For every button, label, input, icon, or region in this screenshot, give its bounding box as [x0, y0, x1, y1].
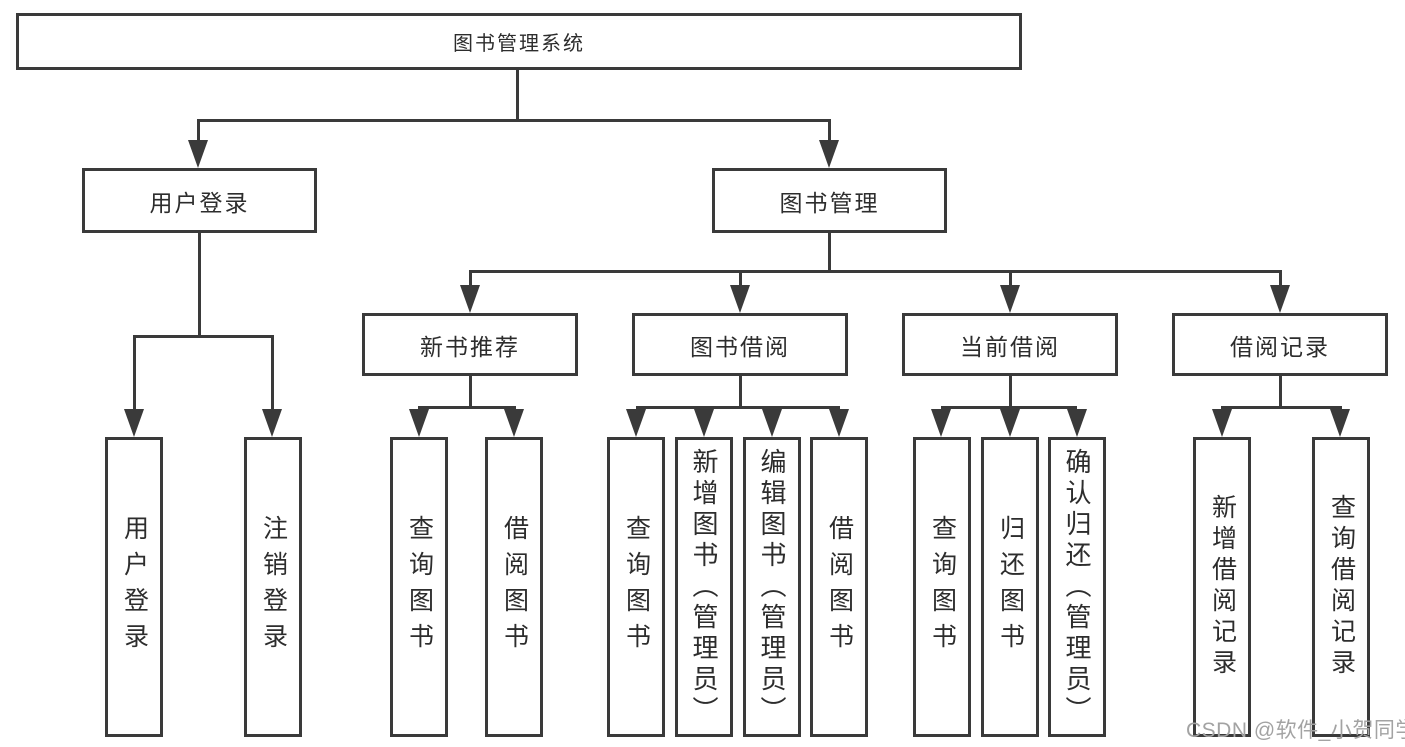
connector-arrowhead: [819, 140, 839, 168]
node-book-management: 图书管理: [712, 168, 947, 233]
connector-line: [828, 233, 831, 273]
connector-line: [418, 406, 516, 409]
leaf-borrow-book-recommend: 借阅图书: [485, 437, 543, 737]
leaf-user-login: 用户登录: [105, 437, 163, 737]
connector-line: [1009, 376, 1012, 408]
connector-line: [133, 335, 136, 413]
connector-line: [271, 335, 274, 413]
leaf-label: 查询借阅记录: [1327, 494, 1356, 680]
connector-line: [469, 270, 1281, 273]
leaf-query-book-borrow: 查询图书: [607, 437, 665, 737]
connector-arrowhead: [124, 409, 144, 437]
leaf-logout: 注销登录: [244, 437, 302, 737]
leaf-return-book: 归还图书: [981, 437, 1039, 737]
leaf-add-book-admin: 新增图书（管理员）: [675, 437, 733, 737]
leaf-query-book-recommend: 查询图书: [390, 437, 448, 737]
leaf-label: 查询图书: [928, 515, 957, 659]
connector-arrowhead: [460, 285, 480, 313]
connector-line: [739, 376, 742, 408]
connector-arrowhead: [262, 409, 282, 437]
connector-arrowhead: [1212, 409, 1232, 437]
connector-line: [1279, 376, 1282, 408]
leaf-label: 查询图书: [622, 515, 651, 659]
leaf-add-borrow-record: 新增借阅记录: [1193, 437, 1251, 737]
leaf-label: 新增图书（管理员）: [689, 447, 719, 727]
leaf-label: 借阅图书: [825, 515, 854, 659]
connector-line: [133, 335, 274, 338]
connector-line: [828, 119, 831, 145]
connector-arrowhead: [188, 140, 208, 168]
connector-arrowhead: [409, 409, 429, 437]
node-borrow-record: 借阅记录: [1172, 313, 1388, 376]
node-new-book-recommend: 新书推荐: [362, 313, 578, 376]
connector-arrowhead: [829, 409, 849, 437]
node-book-borrow: 图书借阅: [632, 313, 848, 376]
connector-line: [197, 119, 831, 122]
connector-line: [636, 406, 840, 409]
connector-arrowhead: [626, 409, 646, 437]
leaf-label: 确认归还（管理员）: [1062, 447, 1092, 727]
connector-arrowhead: [730, 285, 750, 313]
leaf-edit-book-admin: 编辑图书（管理员）: [743, 437, 801, 737]
leaf-borrow-book: 借阅图书: [810, 437, 868, 737]
csdn-watermark: CSDN @软件_小贺同学: [1186, 719, 1405, 742]
connector-line: [469, 376, 472, 408]
connector-arrowhead: [694, 409, 714, 437]
connector-arrowhead: [1000, 409, 1020, 437]
connector-arrowhead: [931, 409, 951, 437]
leaf-label: 新增借阅记录: [1208, 494, 1237, 680]
leaf-query-book-current: 查询图书: [913, 437, 971, 737]
connector-arrowhead: [1000, 285, 1020, 313]
leaf-label: 用户登录: [120, 515, 149, 659]
connector-line: [197, 119, 200, 145]
node-current-borrow: 当前借阅: [902, 313, 1118, 376]
connector-line: [941, 406, 1077, 409]
connector-arrowhead: [1330, 409, 1350, 437]
leaf-label: 借阅图书: [500, 515, 529, 659]
connector-line: [1279, 270, 1282, 288]
connector-line: [1009, 270, 1012, 288]
connector-line: [739, 270, 742, 288]
leaf-query-borrow-record: 查询借阅记录: [1312, 437, 1370, 737]
connector-arrowhead: [1067, 409, 1087, 437]
leaf-label: 编辑图书（管理员）: [757, 447, 787, 727]
connector-line: [198, 233, 201, 337]
connector-line: [516, 70, 519, 120]
node-root: 图书管理系统: [16, 13, 1022, 70]
connector-arrowhead: [1270, 285, 1290, 313]
connector-arrowhead: [762, 409, 782, 437]
leaf-label: 归还图书: [996, 515, 1025, 659]
connector-line: [1221, 406, 1342, 409]
leaf-label: 注销登录: [259, 515, 288, 659]
node-user-login: 用户登录: [82, 168, 317, 233]
connector-arrowhead: [504, 409, 524, 437]
leaf-label: 查询图书: [405, 515, 434, 659]
connector-line: [469, 270, 472, 288]
leaf-confirm-return-admin: 确认归还（管理员）: [1048, 437, 1106, 737]
